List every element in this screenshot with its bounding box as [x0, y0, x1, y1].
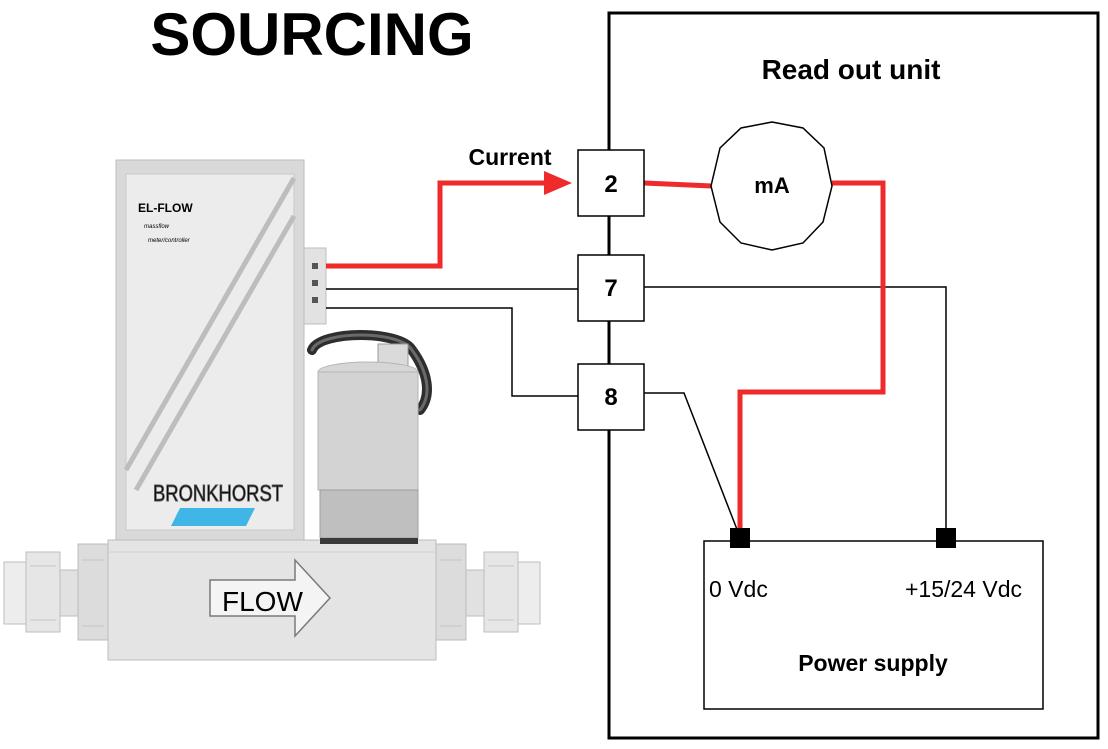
device-subtitle-1: massflow	[144, 224, 170, 230]
milliamp-meter: mA	[710, 121, 833, 251]
readout-unit-title: Read out unit	[762, 54, 941, 85]
wire-8-to-ground	[644, 392, 739, 533]
terminal-7: 7	[577, 254, 645, 322]
device-model: EL-FLOW	[138, 201, 193, 215]
outlet-fitting	[435, 543, 541, 641]
current-arrow-icon	[544, 171, 572, 195]
control-valve	[317, 361, 419, 544]
current-output-wire	[326, 180, 548, 269]
power-supply-box	[703, 540, 1044, 710]
diagram-title: SOURCING	[150, 1, 473, 68]
terminal-0v-label: 0 Vdc	[709, 576, 768, 602]
flow-arrow-icon	[209, 558, 332, 638]
terminal-8: 8	[577, 363, 645, 431]
flow-label: FLOW	[222, 586, 303, 617]
terminal-0v	[730, 528, 750, 548]
device-subtitle-2: meter/controller	[148, 238, 191, 244]
terminal-2: 2	[577, 149, 645, 217]
terminal-positive	[936, 528, 956, 548]
brand-logo-badge	[171, 508, 255, 526]
wire-meter-to-ground	[737, 180, 886, 532]
current-wires	[326, 180, 886, 532]
mass-flow-meter: FLOW EL-FLOW massflow meter/controller B…	[3, 159, 541, 661]
inlet-fitting	[3, 543, 109, 641]
current-label: Current	[468, 144, 551, 170]
brand-logo: BRONKHORST	[153, 480, 283, 506]
wire-7-to-positive	[644, 286, 947, 534]
device-front-panel	[125, 173, 295, 531]
terminal-2-label: 2	[604, 171, 617, 198]
signal-wires	[326, 286, 947, 534]
meter-label: mA	[754, 173, 790, 198]
terminal-8-label: 8	[604, 384, 617, 411]
power-supply-title: Power supply	[798, 650, 948, 676]
wire-2-to-meter	[643, 180, 713, 189]
terminal-positive-label: +15/24 Vdc	[905, 576, 1022, 602]
terminal-7-label: 7	[604, 275, 617, 302]
wire-to-terminal-8	[326, 307, 578, 397]
